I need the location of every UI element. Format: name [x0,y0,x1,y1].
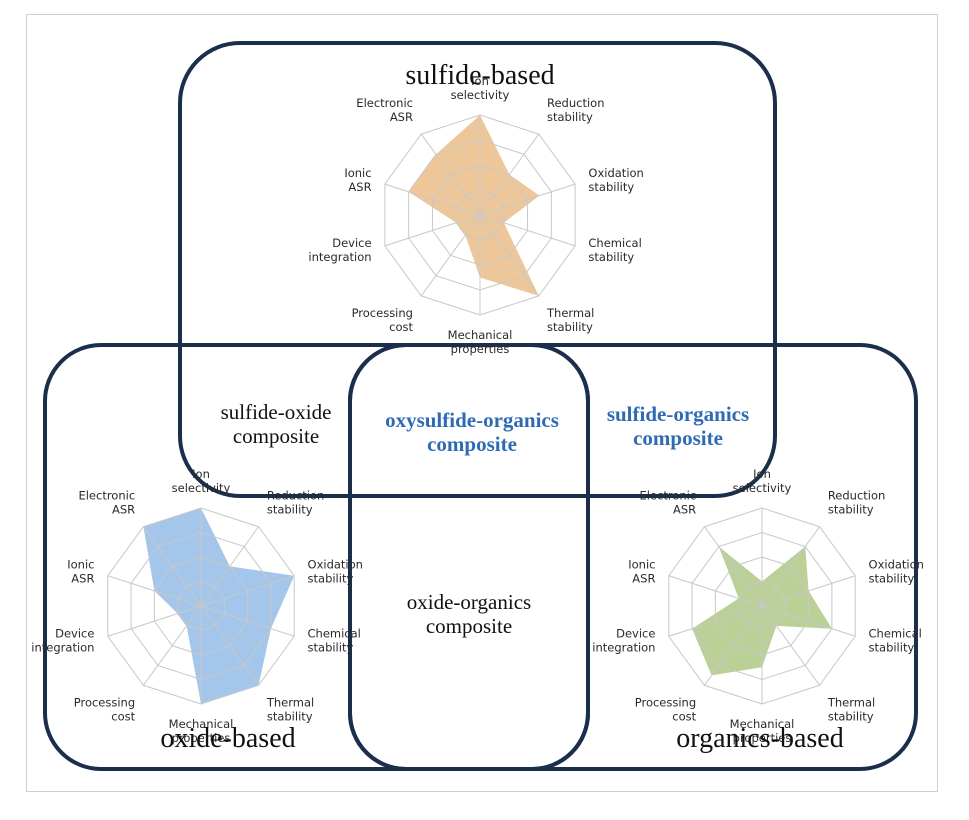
radar-data-area [143,508,295,704]
organics-based-title: organics-based [676,723,844,754]
radar-spoke [761,605,856,637]
radar-spoke [107,605,202,637]
radar-spoke [668,605,763,637]
radar-spoke [420,214,481,297]
sulfide-based-region [178,41,777,498]
radar-spoke [479,214,576,247]
oxysulfide-region [348,343,590,771]
radar-spoke [200,575,295,607]
radar-spoke [200,605,260,686]
radar-spoke [107,575,202,607]
radar-data-area [408,115,540,296]
radar-spoke [384,214,481,247]
radar-spoke [420,133,481,216]
radar-spoke [479,133,540,216]
sulfide-based-title: sulfide-based [405,60,555,91]
oxide-based-title: oxide-based [160,723,296,754]
oxide-organics-composite-label: oxide-organics composite [406,590,532,639]
radar-spoke [761,605,821,686]
radar-spoke [200,605,295,637]
radar-spoke [479,214,540,297]
radar-spoke [384,183,481,216]
figure-frame [26,14,938,792]
radar-spoke [142,526,202,607]
radar-spoke [703,526,763,607]
radar-spoke [479,183,576,216]
radar-spoke [761,575,856,607]
radar-spoke [200,526,260,607]
radar-spoke [703,605,763,686]
sulfide-oxide-composite-label: sulfide-oxide composite [220,400,332,449]
radar-spoke [142,605,202,686]
sulfide-organics-composite-label: sulfide-organics composite [606,402,750,451]
radar-spoke [668,575,763,607]
oxysulfide-organics-composite-label: oxysulfide-organics composite [385,408,559,457]
radar-spoke [761,526,821,607]
